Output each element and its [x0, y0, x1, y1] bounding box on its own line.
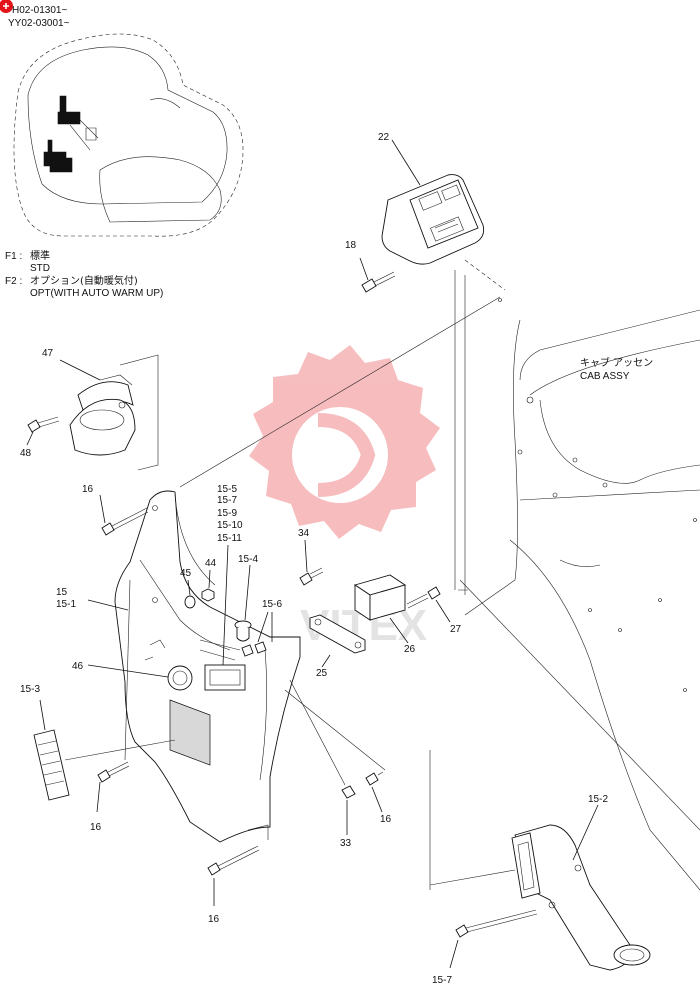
part-48-screw	[27, 416, 60, 433]
part-15-2-duct	[511, 824, 651, 971]
part-15-4-knob	[234, 620, 252, 642]
cab-assembly-outline	[179, 259, 700, 891]
cab-overview-sketch	[13, 33, 244, 237]
part-25-bracket	[309, 614, 366, 654]
part-15-3-louver	[33, 729, 70, 801]
callout-15-7-b: 15-7	[432, 975, 452, 986]
callout-15-10: 15-10	[217, 520, 243, 531]
part-16-screw-upper	[101, 507, 149, 536]
callout-15: 15	[56, 587, 68, 598]
callout-15-11: 15-11	[217, 533, 242, 544]
legend-f1-en: STD	[30, 263, 50, 274]
callout-44: 44	[205, 558, 217, 569]
part-15-6-switch	[241, 641, 267, 657]
callout-16-d: 16	[208, 914, 220, 925]
callout-34: 34	[298, 528, 310, 539]
legend-f1-jp: 標準	[30, 249, 50, 262]
callout-15-1: 15-1	[56, 599, 76, 610]
serial-line-2: YY02-03001~	[8, 18, 70, 29]
callout-16-c: 16	[380, 814, 392, 825]
callout-15-9: 15-9	[217, 508, 237, 519]
callout-45: 45	[180, 568, 192, 579]
part-26-relay-box	[353, 574, 407, 621]
callout-15-4: 15-4	[238, 554, 258, 565]
callout-26: 26	[404, 644, 416, 655]
part-22-switch-panel	[381, 174, 485, 265]
callout-15-7-a: 15-7	[217, 495, 237, 506]
callout-15-2: 15-2	[588, 794, 608, 805]
callout-48: 48	[20, 448, 32, 459]
part-27-screw	[406, 586, 441, 609]
watermark-gear-icon	[249, 345, 440, 539]
part-15-7-screw	[455, 909, 538, 938]
serial-line-1: H02-01301~	[12, 5, 67, 16]
part-18-screw	[361, 271, 396, 293]
part-45-grommet	[184, 595, 196, 609]
part-47-cup-holder	[69, 374, 136, 456]
part-16-screw-bottom	[207, 845, 260, 876]
corner-marker-icon	[0, 0, 13, 13]
callout-46: 46	[72, 661, 84, 672]
cab-label-en: CAB ASSY	[580, 371, 630, 382]
callout-16-a: 16	[82, 484, 94, 495]
part-33-clip	[341, 785, 356, 799]
legend-f2-jp: オプション(自動暖気付)	[30, 274, 138, 287]
part-44-nut	[201, 588, 215, 602]
part-16-screw-left	[97, 761, 130, 783]
legend-f2-en: OPT(WITH AUTO WARM UP)	[30, 288, 163, 299]
callout-16-b: 16	[90, 822, 102, 833]
part-34-screw	[299, 567, 324, 586]
callout-33: 33	[340, 838, 352, 849]
callout-15-6: 15-6	[262, 599, 282, 610]
part-15-side-panel	[114, 490, 301, 843]
cab-label-jp: キャブ アッセン	[580, 356, 653, 369]
callout-22: 22	[378, 132, 390, 143]
callout-15-3: 15-3	[20, 684, 40, 695]
callout-18: 18	[345, 240, 357, 251]
callout-27: 27	[450, 624, 462, 635]
legend-f2-code: F2 :	[5, 276, 22, 287]
legend-f1-code: F1 :	[5, 251, 22, 262]
part-16-screw-right	[365, 771, 384, 786]
callout-15-5: 15-5	[217, 484, 237, 495]
callout-47: 47	[42, 348, 54, 359]
callout-25: 25	[316, 668, 328, 679]
